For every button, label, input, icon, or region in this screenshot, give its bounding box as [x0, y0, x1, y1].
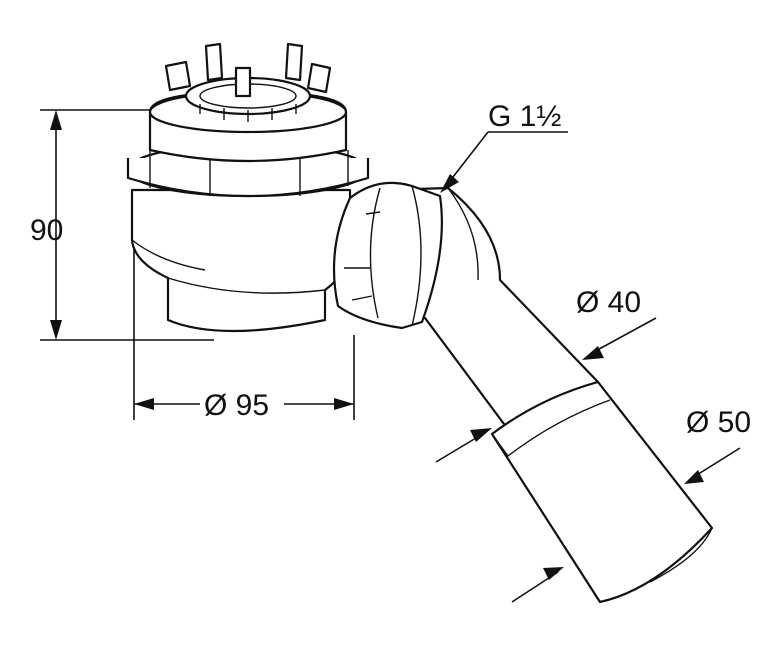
- pipe-large-leader: [511, 447, 741, 603]
- thread-label: G 1½: [488, 100, 561, 133]
- top-flange: [148, 76, 348, 163]
- pipe-small-leader: [435, 317, 657, 463]
- height-label: 90: [30, 214, 63, 247]
- dimension-width: [133, 248, 355, 420]
- pipe-small-label: Ø 40: [576, 286, 641, 319]
- pipe-large-label: Ø 50: [686, 406, 751, 439]
- strainer-prongs: [164, 42, 332, 98]
- pipe-socket: [490, 380, 714, 604]
- width-label: Ø 95: [204, 389, 269, 422]
- trap-body: [130, 188, 352, 333]
- dimension-height: [40, 109, 214, 341]
- union-nut: [332, 181, 443, 330]
- thread-leader: [440, 131, 568, 193]
